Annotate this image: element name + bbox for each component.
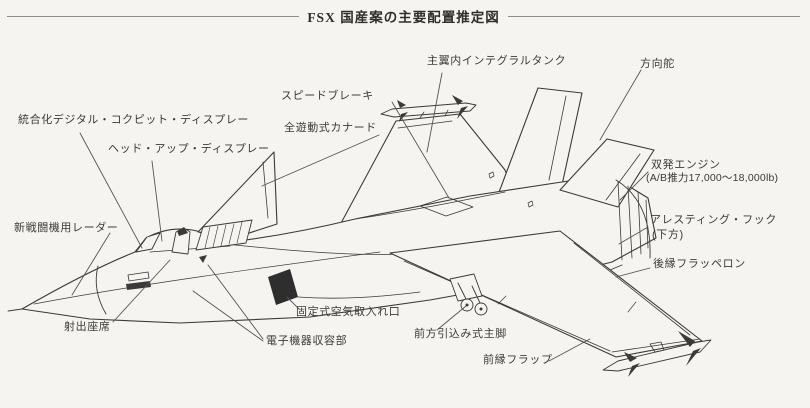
leader-ejection-seat <box>112 259 171 323</box>
title-rule-left <box>7 15 300 17</box>
label-forward-retracting-main-gear: 前方引込み式主脚 <box>414 328 507 340</box>
label-new-fighter-radar: 新戦闘機用レーダー <box>14 222 119 234</box>
leader-electronics-bay <box>192 264 264 342</box>
ejection-seat-shape <box>171 227 191 255</box>
label-arresting-hook: アレスティング・フック <box>650 214 777 226</box>
label-leading-edge-flap: 前縁フラップ <box>483 354 553 366</box>
label-trailing-edge-flaperon: 後縁フラッペロン <box>653 258 746 270</box>
page-title: FSX 国産案の主要配置推定図 <box>307 10 500 25</box>
label-twin-engine-thrust: (A/B推力17,000〜18,000lb) <box>646 172 779 184</box>
leader-lines <box>71 69 651 362</box>
leader-main-gear <box>436 305 467 331</box>
leader-speed-brake <box>391 101 450 199</box>
label-arresting-hook-note: (下方) <box>652 229 684 241</box>
leader-arresting-hook <box>618 226 649 245</box>
label-all-moving-canard: 全遊動式カナード <box>284 122 377 134</box>
leader-head-up-display <box>151 160 163 242</box>
near-wing <box>389 230 712 377</box>
leader-twin-engine <box>619 171 649 201</box>
title-bar: FSX 国産案の主要配置推定図 <box>0 6 810 26</box>
label-twin-engine: 双発エンジン <box>651 159 721 171</box>
leader-fixed-air-intake <box>286 296 300 310</box>
label-ejection-seat: 射出座席 <box>64 321 111 333</box>
leader-all-moving-canard <box>261 134 380 187</box>
far-vertical-fin <box>497 87 583 196</box>
label-electronics-bay: 電子機器収容部 <box>266 335 348 347</box>
label-integrated-cockpit-display: 統合化デジタル・コクピット・ディスプレー <box>18 114 250 126</box>
leader-trailing-edge-flaperon <box>615 267 651 278</box>
label-fixed-air-intake: 固定式空気取入れ口 <box>296 306 401 318</box>
label-head-up-display: ヘッド・アップ・ディスプレー <box>108 143 270 155</box>
near-vertical-fin <box>559 138 655 208</box>
label-speed-brake: スピードブレーキ <box>281 90 374 102</box>
title-rule-right <box>507 15 801 17</box>
leader-wing-integral-tank <box>426 72 443 153</box>
label-rudder: 方向舵 <box>640 58 675 70</box>
leader-leading-edge-flap <box>548 338 591 362</box>
leader-integrated-cockpit-display <box>79 132 143 249</box>
leader-rudder <box>599 69 642 141</box>
label-wing-integral-tank: 主翼内インテグラルタンク <box>427 55 567 67</box>
leader-new-fighter-radar <box>71 232 111 296</box>
